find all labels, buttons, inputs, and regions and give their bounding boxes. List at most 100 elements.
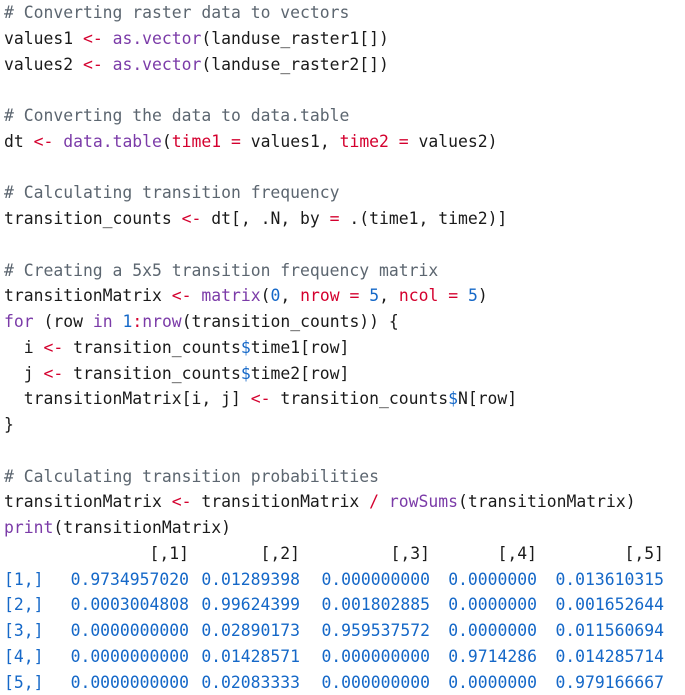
code-token: [103, 55, 113, 74]
code-line: transitionMatrix <- transitionMatrix / r…: [4, 489, 636, 515]
matrix-cell: 0.02083333: [201, 670, 300, 695]
code-line: }: [4, 412, 14, 438]
code-token: ,: [280, 286, 300, 305]
code-token: =: [231, 132, 241, 151]
code-line: print(transitionMatrix): [4, 515, 231, 541]
matrix-cell: 0.02890173: [201, 618, 300, 644]
code-token: time1[row]: [251, 338, 350, 357]
code-token: [379, 492, 389, 511]
code-line: transitionMatrix[i, j] <- transition_cou…: [4, 386, 517, 412]
code-token: # Creating a 5x5 transition frequency ma…: [4, 261, 438, 280]
matrix-cell: 0.01428571: [201, 644, 300, 670]
code-token: nrow: [300, 286, 339, 305]
code-token: (transition_counts)) {: [182, 312, 399, 331]
matrix-cell: 0.011560694: [555, 618, 664, 644]
code-token: $: [241, 338, 251, 357]
code-token: (transitionMatrix): [53, 518, 231, 537]
code-token: ): [478, 286, 488, 305]
code-token: # Converting raster data to vectors: [4, 3, 349, 22]
code-token: :: [132, 312, 142, 331]
matrix-cell: 0.0000000: [448, 567, 537, 593]
code-token: transition_counts: [63, 364, 241, 383]
matrix-cell: 0.9714286: [448, 644, 537, 670]
matrix-column-header: [,1]: [150, 541, 189, 567]
matrix-cell: 0.0000000: [448, 592, 537, 618]
code-token: =: [448, 286, 458, 305]
code-token: transition_counts: [4, 209, 182, 228]
matrix-cell: 0.0000000: [448, 670, 537, 695]
code-token: 5: [468, 286, 478, 305]
matrix-cell: 0.001802885: [321, 592, 430, 618]
code-token: time2: [340, 132, 389, 151]
matrix-row-label: [5,]: [4, 670, 43, 695]
code-token: transition_counts: [63, 338, 241, 357]
code-line: # Converting raster data to vectors: [4, 0, 349, 26]
matrix-cell: 0.0000000: [448, 618, 537, 644]
matrix-cell: 0.01289398: [201, 567, 300, 593]
code-token: time2[row]: [251, 364, 350, 383]
code-token: 0: [270, 286, 280, 305]
matrix-row-label: [2,]: [4, 592, 43, 618]
code-token: ,: [379, 286, 399, 305]
matrix-cell: 0.0003004808: [71, 592, 189, 618]
matrix-column-header: [,2]: [261, 541, 300, 567]
code-token: <-: [43, 338, 63, 357]
code-token: data.table: [63, 132, 162, 151]
code-token: matrix: [201, 286, 260, 305]
matrix-cell: 0.99624399: [201, 592, 300, 618]
matrix-cell: 0.0000000000: [71, 644, 189, 670]
code-token: transitionMatrix: [192, 492, 370, 511]
code-token: as.vector: [113, 55, 202, 74]
matrix-column-header: [,3]: [391, 541, 430, 567]
code-token: <-: [251, 389, 271, 408]
code-line: values1 <- as.vector(landuse_raster1[]): [4, 26, 389, 52]
code-token: as.vector: [113, 29, 202, 48]
matrix-cell: 0.013610315: [555, 567, 664, 593]
code-token: transitionMatrix: [4, 286, 172, 305]
code-token: (: [261, 286, 271, 305]
code-token: print: [4, 518, 53, 537]
code-line: j <- transition_counts$time2[row]: [4, 361, 349, 387]
code-token: =: [330, 209, 340, 228]
code-token: values1: [4, 29, 83, 48]
matrix-row-label: [3,]: [4, 618, 43, 644]
code-token: 1: [122, 312, 132, 331]
code-line: # Calculating transition frequency: [4, 180, 340, 206]
code-line: transitionMatrix <- matrix(0, nrow = 5, …: [4, 283, 488, 309]
code-line: values2 <- as.vector(landuse_raster2[]): [4, 52, 389, 78]
code-token: [438, 286, 448, 305]
code-token: 5: [369, 286, 379, 305]
code-token: transitionMatrix: [4, 492, 172, 511]
code-line: # Creating a 5x5 transition frequency ma…: [4, 258, 438, 284]
code-token: [103, 29, 113, 48]
code-token: [192, 286, 202, 305]
matrix-cell: 0.001652644: [555, 592, 664, 618]
matrix-cell: 0.959537572: [321, 618, 430, 644]
code-token: dt: [4, 132, 34, 151]
code-line: # Converting the data to data.table: [4, 103, 349, 129]
code-token: values2): [409, 132, 498, 151]
code-line: transition_counts <- dt[, .N, by = .(tim…: [4, 206, 507, 232]
code-token: (transitionMatrix): [458, 492, 636, 511]
code-token: <-: [43, 364, 63, 383]
code-token: transition_counts: [270, 389, 448, 408]
code-token: j: [4, 364, 43, 383]
code-token: [53, 132, 63, 151]
code-token: (landuse_raster2[]): [201, 55, 389, 74]
matrix-column-header: [,5]: [625, 541, 664, 567]
code-token: time1: [172, 132, 221, 151]
code-line: # Calculating transition probabilities: [4, 464, 379, 490]
code-token: <-: [182, 209, 202, 228]
code-token: transitionMatrix[i, j]: [4, 389, 251, 408]
code-token: for: [4, 312, 34, 331]
code-token: nrow: [142, 312, 181, 331]
matrix-cell: 0.000000000: [321, 567, 430, 593]
code-token: i: [4, 338, 43, 357]
code-token: rowSums: [389, 492, 458, 511]
code-token: $: [241, 364, 251, 383]
code-token: (: [162, 132, 172, 151]
matrix-column-header: [,4]: [498, 541, 537, 567]
code-token: [113, 312, 123, 331]
matrix-row-label: [1,]: [4, 567, 43, 593]
